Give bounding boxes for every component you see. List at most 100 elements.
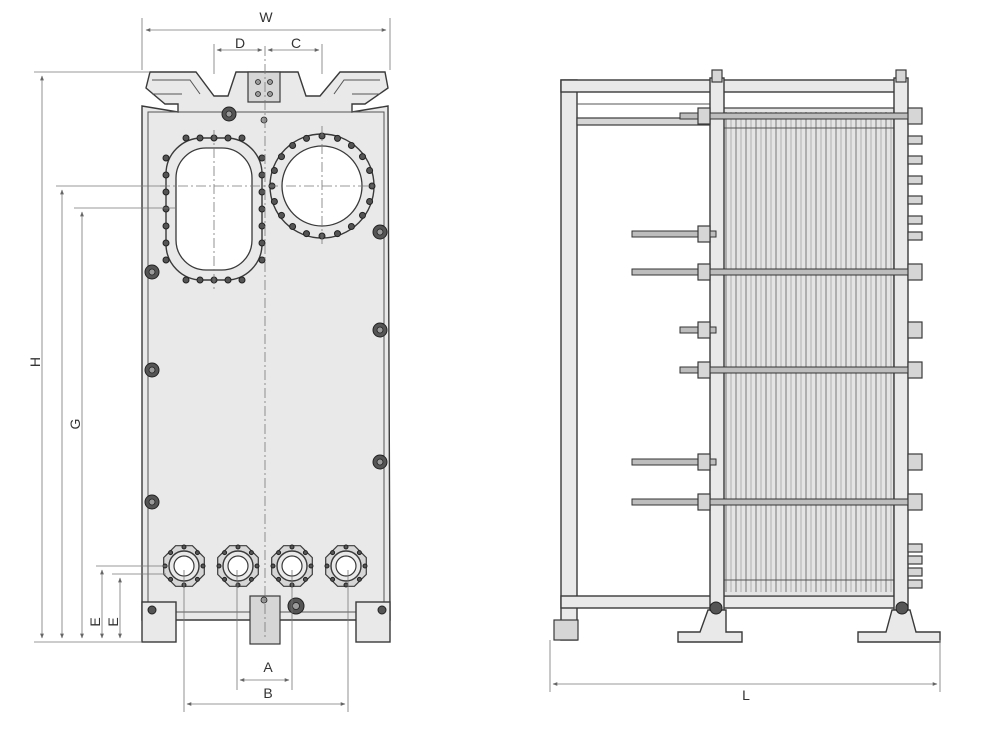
nozzle-bolt — [343, 582, 349, 588]
nozzle-bore — [227, 555, 249, 577]
port-oval-bolts — [162, 134, 266, 284]
foot-bolt — [377, 605, 387, 615]
carrying-bar — [560, 79, 908, 93]
dim-e1-label: E — [87, 617, 103, 626]
guide-bar — [560, 595, 908, 609]
tie-rod-nut — [697, 361, 711, 379]
connection-stub — [907, 567, 923, 577]
nozzle-bolt — [276, 550, 282, 556]
tie-rod — [631, 268, 923, 276]
flange-bolt — [258, 256, 266, 264]
flange-bolt — [334, 230, 341, 238]
post-cap — [711, 69, 723, 83]
tie-rod-nut — [697, 493, 711, 511]
foot-pressure — [677, 609, 743, 643]
flange-bolt — [162, 188, 170, 196]
flange-bolt — [359, 211, 366, 219]
dim-d-label: D — [235, 35, 245, 51]
flange-bolt — [162, 222, 170, 230]
post-cap — [895, 69, 907, 83]
ear-slot-left — [152, 79, 201, 95]
flange-bolt — [196, 276, 204, 284]
nozzle-bolt — [343, 544, 349, 550]
nozzle-bolt — [168, 576, 174, 582]
flange-bolt — [303, 134, 310, 142]
connection-stub — [907, 215, 923, 225]
nozzle-bolt — [194, 550, 200, 556]
flange-bolt — [278, 153, 285, 161]
connection-stub — [907, 175, 923, 185]
flange-bolt — [162, 154, 170, 162]
flange-bolt — [238, 276, 246, 284]
nozzle-bolt — [194, 576, 200, 582]
nozzle-bolt — [362, 563, 368, 569]
connection-stub — [907, 195, 923, 205]
tie-rod-nut — [697, 263, 711, 281]
flange-bolt — [258, 205, 266, 213]
nozzle-bolt — [168, 550, 174, 556]
connection-stub — [907, 231, 923, 241]
flange-bolt — [258, 154, 266, 162]
flange-bolt — [258, 171, 266, 179]
plate-pack-lines — [722, 112, 894, 592]
front-view: W D C H G E E A B — [27, 9, 391, 712]
nozzle-bolt — [302, 550, 308, 556]
flange-bolt — [182, 276, 190, 284]
connection-stub — [907, 555, 923, 565]
right-connections — [907, 135, 923, 589]
nozzle-bolt — [302, 576, 308, 582]
nozzle-bolt — [200, 563, 206, 569]
ear-slot-right — [333, 79, 380, 95]
small-bolt — [267, 91, 273, 97]
dim-a-label: A — [263, 659, 273, 675]
frame-plate — [893, 77, 909, 639]
flange-bolt — [238, 134, 246, 142]
tie-rod — [631, 230, 717, 238]
flange-bolt — [270, 167, 278, 174]
side-bolts — [144, 106, 388, 510]
tie-rod-nut — [907, 321, 923, 339]
foot-bolt — [709, 601, 723, 615]
nozzle-bolt — [330, 576, 336, 582]
connection-stub — [907, 135, 923, 145]
flange-bolt — [196, 134, 204, 142]
flange-bolt — [270, 198, 278, 205]
nozzle-bolt — [324, 563, 330, 569]
flange-bolt — [366, 198, 374, 205]
frame-column-foot — [553, 619, 579, 641]
tie-rod-nut — [697, 321, 711, 339]
dim-b-label: B — [263, 685, 272, 701]
tie-rod — [679, 112, 923, 120]
pressure-plate — [709, 77, 725, 639]
nozzle-bolt — [181, 544, 187, 550]
tie-rod-nut — [697, 107, 711, 125]
frame-column — [560, 79, 578, 641]
dim-e2-label: E — [105, 617, 121, 626]
tie-rod — [631, 458, 717, 466]
dim-l-label: L — [742, 687, 750, 703]
small-bolt — [267, 79, 273, 85]
connection-stub — [907, 155, 923, 165]
flange-bolt — [258, 188, 266, 196]
dim-g-label: G — [67, 419, 83, 430]
bottom-bolt-core — [292, 602, 300, 610]
flange-bolt — [347, 223, 355, 230]
flange-bolt — [162, 239, 170, 247]
port-round-bolts — [268, 132, 376, 240]
connection-stub — [907, 579, 923, 589]
flange-bolt — [224, 134, 232, 142]
dim-h-label: H — [27, 357, 43, 367]
tie-rod-nut — [907, 361, 923, 379]
flange-bolt — [162, 205, 170, 213]
small-bolt — [255, 91, 261, 97]
flange-bolt — [258, 239, 266, 247]
nozzle-bolt — [235, 544, 241, 550]
flange-bolt — [162, 256, 170, 264]
tie-rod-nut — [697, 453, 711, 471]
flange-bolt — [182, 134, 190, 142]
tie-rod-nut — [697, 225, 711, 243]
flange-bolt — [258, 222, 266, 230]
tie-rod-nut — [907, 107, 923, 125]
